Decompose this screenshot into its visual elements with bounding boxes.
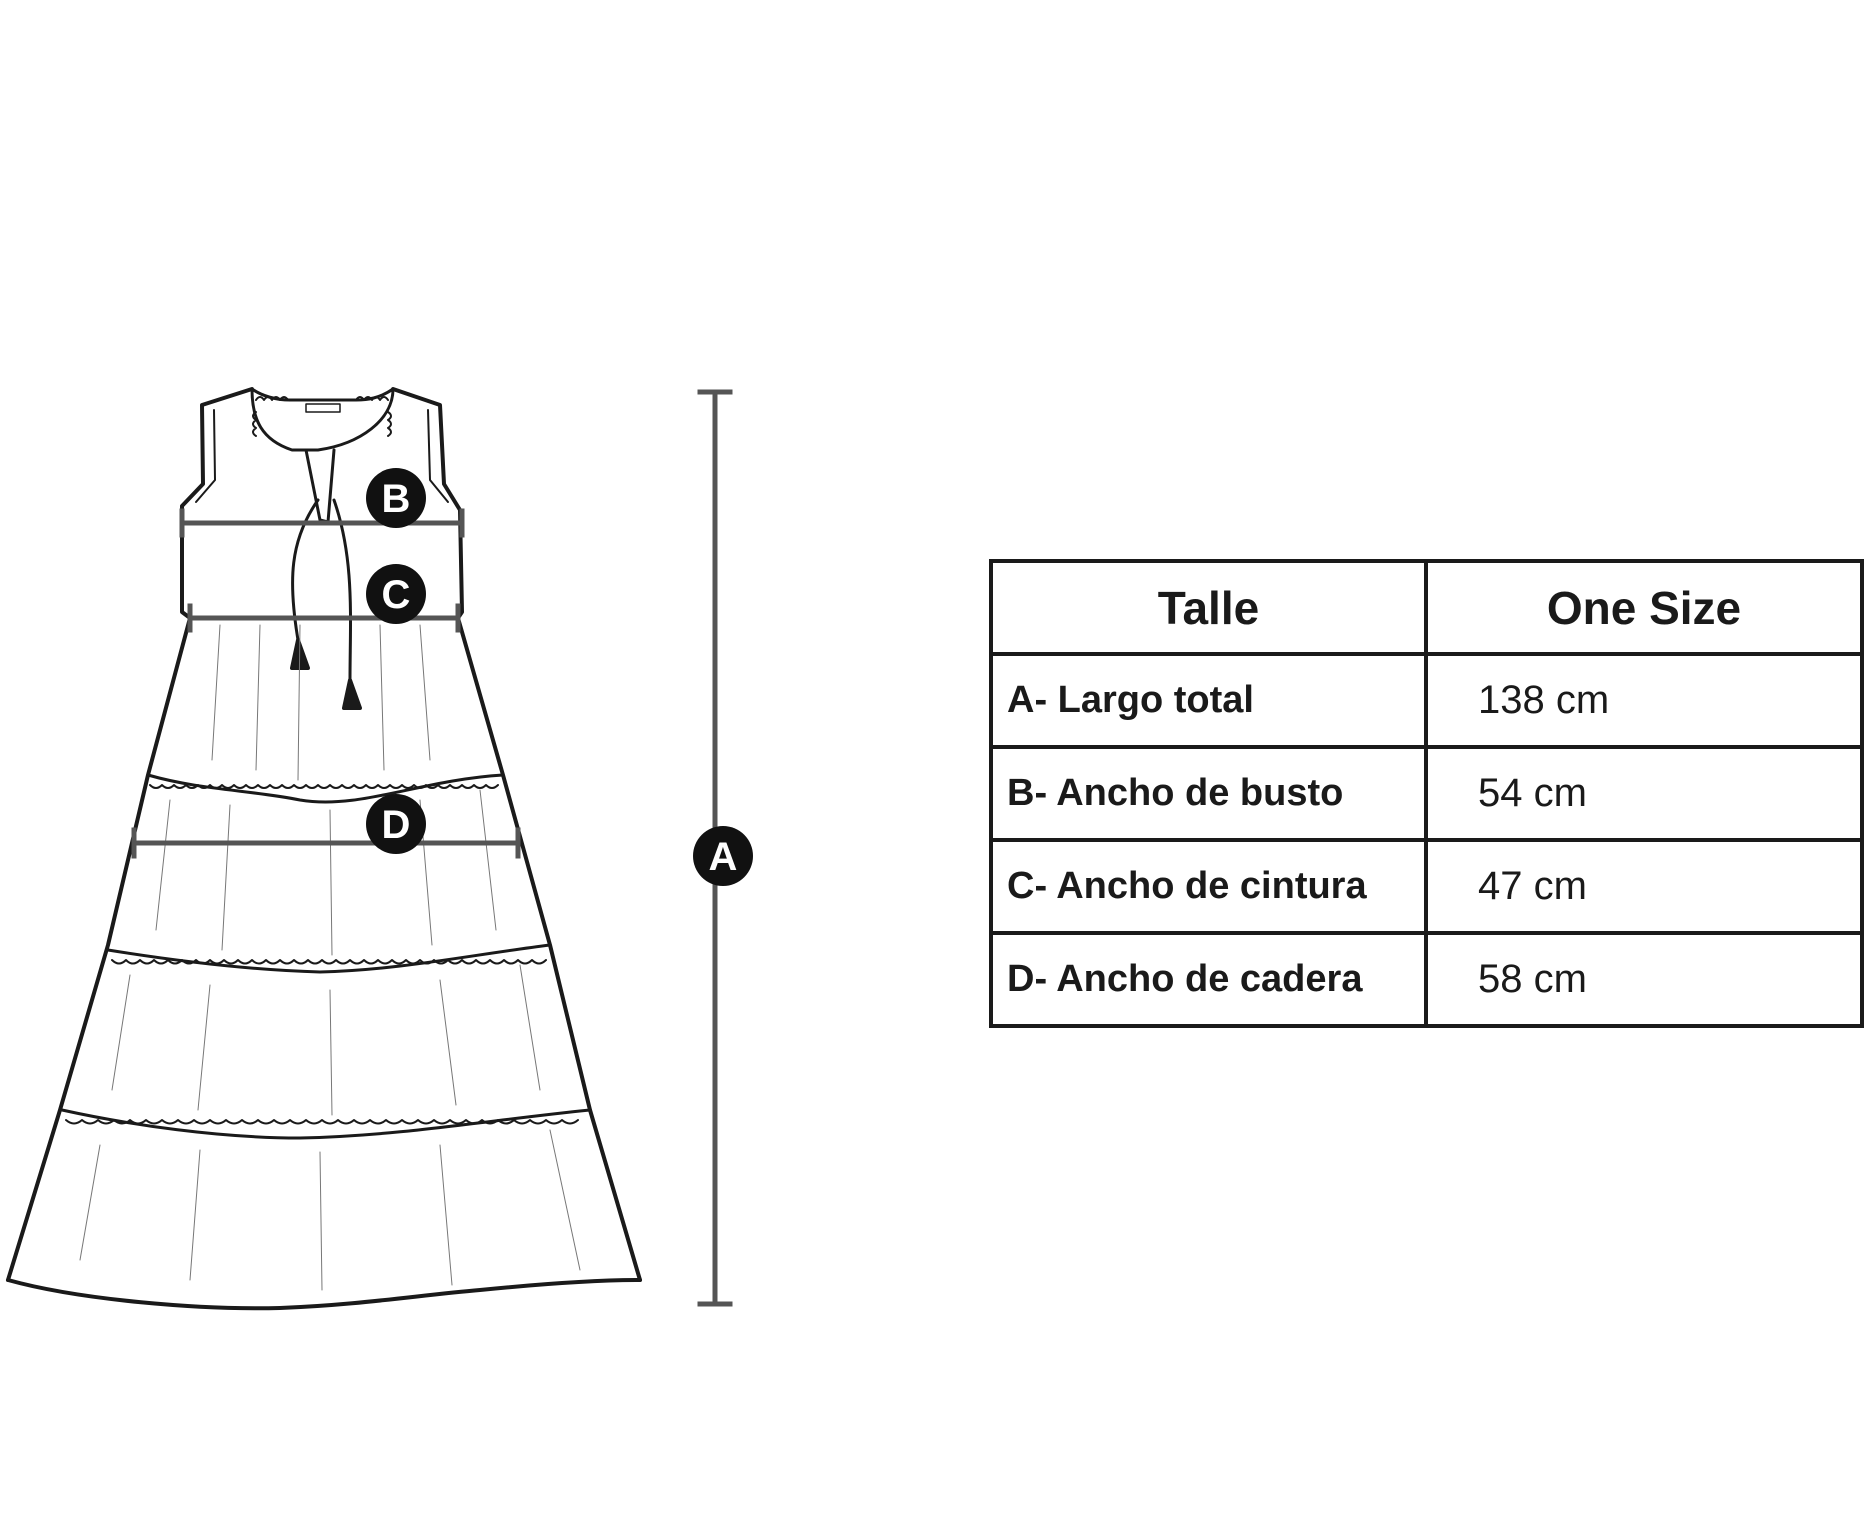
tie-string-right <box>332 498 353 682</box>
table-row: D- Ancho de cadera 58 cm <box>989 931 1864 1028</box>
marker-c-label: C <box>382 573 411 617</box>
row-value: 58 cm <box>1424 931 1864 1028</box>
marker-b: B <box>366 468 426 528</box>
skirt-hem <box>6 1278 642 1311</box>
row-value: 138 cm <box>1424 652 1864 749</box>
row-label: B- Ancho de busto <box>989 745 1428 842</box>
marker-c: C <box>366 564 426 624</box>
table-row: A- Largo total 138 cm <box>989 652 1864 749</box>
tier-seam-2-frill <box>111 959 547 965</box>
table-header-row: Talle One Size <box>989 559 1864 656</box>
row-label: A- Largo total <box>989 652 1428 749</box>
marker-d: D <box>366 794 426 854</box>
row-label: D- Ancho de cadera <box>989 931 1428 1028</box>
neckline-ruffle <box>250 387 395 452</box>
neckline-frill <box>252 396 392 437</box>
gather-lines <box>79 624 581 1291</box>
row-value: 54 cm <box>1424 745 1864 842</box>
marker-a: A <box>693 826 753 886</box>
tier-seam-2 <box>106 943 552 974</box>
header-one-size: One Size <box>1424 559 1864 656</box>
tassel-right <box>342 678 362 710</box>
tier-seam-3-frill <box>65 1119 579 1125</box>
armhole-left <box>195 409 216 503</box>
size-chart-table: Talle One Size A- Largo total 138 cm B- … <box>989 559 1864 1028</box>
row-label: C- Ancho de cintura <box>989 838 1428 935</box>
marker-b-label: B <box>382 477 411 521</box>
brand-tag <box>305 403 341 413</box>
armhole-right <box>427 409 449 503</box>
skirt-outline-right <box>456 616 642 1282</box>
table-row: C- Ancho de cintura 47 cm <box>989 838 1864 935</box>
skirt-outline-left <box>6 616 192 1282</box>
header-size: Talle <box>989 559 1428 656</box>
table-row: B- Ancho de busto 54 cm <box>989 745 1864 842</box>
marker-d-label: D <box>382 803 411 847</box>
measurement-lines <box>131 389 733 1307</box>
row-value: 47 cm <box>1424 838 1864 935</box>
tier-seam-1-frill <box>149 784 499 789</box>
marker-a-label: A <box>709 835 738 879</box>
dress-drawing <box>6 387 642 1311</box>
